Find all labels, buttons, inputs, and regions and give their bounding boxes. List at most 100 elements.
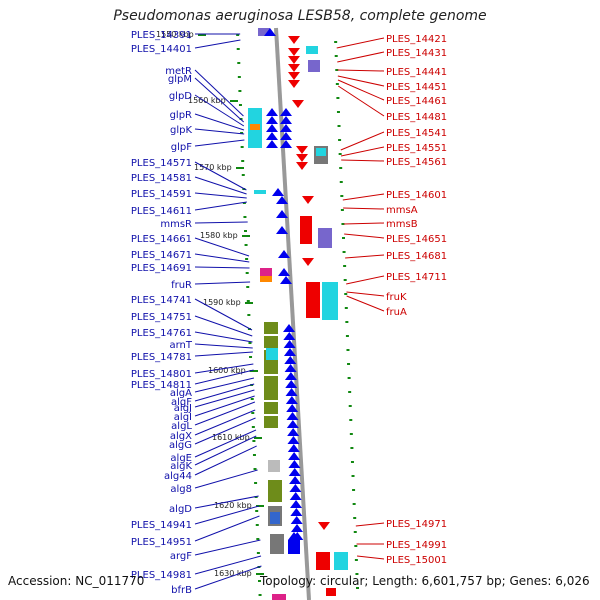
- left-gene-label: PLES_14941: [131, 520, 192, 531]
- kbp-tick: [256, 505, 264, 507]
- left-leader-line: [194, 69, 244, 117]
- right-leader-line: [336, 37, 385, 49]
- right-leader-line: [345, 254, 385, 259]
- right-gene-label: PLES_14461: [386, 96, 447, 107]
- right-gene-label: PLES_14681: [386, 251, 447, 262]
- alg-block: [264, 376, 278, 388]
- forward-gene-arrow: [280, 132, 292, 140]
- tick-mark: [258, 580, 261, 582]
- left-gene-label: fruR: [171, 280, 192, 291]
- forward-gene-arrow: [284, 364, 297, 372]
- tick-mark: [337, 125, 341, 127]
- left-leader-line: [194, 363, 254, 374]
- tick-mark: [250, 398, 254, 400]
- right-gene-label: mmsA: [386, 205, 418, 216]
- left-leader-line: [194, 539, 261, 556]
- reverse-gene-arrow: [288, 36, 300, 44]
- forward-gene-arrow: [266, 108, 278, 116]
- right-gene-label: PLES_14971: [386, 519, 447, 530]
- left-leader-line: [194, 221, 248, 224]
- tick-mark: [245, 258, 249, 260]
- tick-mark: [354, 545, 358, 547]
- tick-mark: [256, 538, 260, 540]
- tick-mark: [246, 286, 250, 288]
- forward-gene-arrow: [287, 444, 300, 452]
- gene-block: [250, 124, 260, 130]
- forward-gene-arrow: [289, 484, 302, 492]
- reverse-gene-arrow: [318, 522, 330, 530]
- left-gene-label: bfrB: [171, 585, 192, 596]
- forward-gene-arrow: [276, 196, 288, 204]
- tick-mark: [353, 531, 357, 533]
- kbp-label: 1550 kbp: [156, 30, 194, 39]
- reverse-gene-arrow: [296, 154, 308, 162]
- left-gene-label: PLES_14811: [131, 380, 192, 391]
- gene-block: [326, 588, 336, 596]
- right-leader-line: [342, 193, 385, 201]
- kbp-label: 1570 kbp: [194, 163, 232, 172]
- tick-mark: [353, 517, 357, 519]
- reverse-gene-arrow: [292, 100, 304, 108]
- left-gene-label: alg44: [164, 471, 192, 482]
- tick-mark: [348, 391, 352, 393]
- right-gene-label: PLES_14651: [386, 234, 447, 245]
- forward-gene-arrow: [280, 108, 292, 116]
- forward-gene-arrow: [283, 340, 296, 348]
- kbp-tick: [250, 370, 258, 372]
- left-gene-label: PLES_14691: [131, 263, 192, 274]
- reverse-gene-arrow: [288, 56, 300, 64]
- right-leader-line: [346, 291, 385, 297]
- forward-gene-arrow: [272, 188, 284, 196]
- forward-gene-arrow: [283, 348, 296, 356]
- left-leader-line: [194, 351, 253, 357]
- kbp-label: 1620 kbp: [214, 501, 252, 510]
- tick-mark: [238, 104, 242, 106]
- tick-mark: [343, 265, 347, 267]
- tick-mark: [340, 195, 344, 197]
- left-leader-line: [194, 495, 259, 509]
- kbp-tick: [254, 437, 262, 439]
- right-gene-label: PLES_14481: [386, 112, 447, 123]
- tick-mark: [349, 433, 353, 435]
- tick-mark: [237, 76, 241, 78]
- tick-mark: [241, 174, 245, 176]
- forward-gene-arrow: [285, 396, 298, 404]
- left-gene-label: algI: [174, 412, 192, 423]
- left-gene-label: PLES_14611: [131, 206, 192, 217]
- tick-mark: [243, 216, 247, 218]
- left-leader-line: [194, 469, 258, 489]
- left-gene-label: glpK: [170, 125, 192, 136]
- tick-mark: [345, 321, 349, 323]
- right-gene-label: mmsB: [386, 219, 418, 230]
- kbp-label: 1600 kbp: [208, 366, 246, 375]
- left-leader-line: [194, 515, 260, 542]
- left-gene-label: arnT: [169, 340, 192, 351]
- forward-gene-arrow: [280, 140, 292, 148]
- left-leader-line: [194, 331, 253, 343]
- gene-block: [260, 276, 272, 282]
- right-gene-label: PLES_14711: [386, 272, 447, 283]
- forward-gene-arrow: [289, 476, 302, 484]
- forward-gene-arrow: [266, 124, 278, 132]
- tick-mark: [236, 34, 240, 36]
- left-gene-label: PLES_14401: [131, 44, 192, 55]
- forward-gene-arrow: [285, 380, 298, 388]
- forward-gene-arrow: [283, 332, 296, 340]
- left-gene-label: metR: [165, 66, 192, 77]
- gene-block: [270, 512, 280, 524]
- forward-gene-arrow: [286, 404, 299, 412]
- reverse-gene-arrow: [288, 80, 300, 88]
- tick-mark: [246, 300, 250, 302]
- tick-mark: [349, 419, 353, 421]
- left-gene-label: algA: [170, 388, 192, 399]
- left-gene-label: mmsR: [160, 219, 192, 230]
- reverse-gene-arrow: [302, 258, 314, 266]
- kbp-tick: [256, 573, 264, 575]
- left-gene-label: PLES_14781: [131, 352, 192, 363]
- gene-block: [306, 282, 320, 318]
- right-gene-label: PLES_14451: [386, 82, 447, 93]
- forward-gene-arrow: [288, 532, 300, 554]
- forward-gene-arrow: [278, 250, 290, 258]
- left-leader-line: [194, 409, 256, 436]
